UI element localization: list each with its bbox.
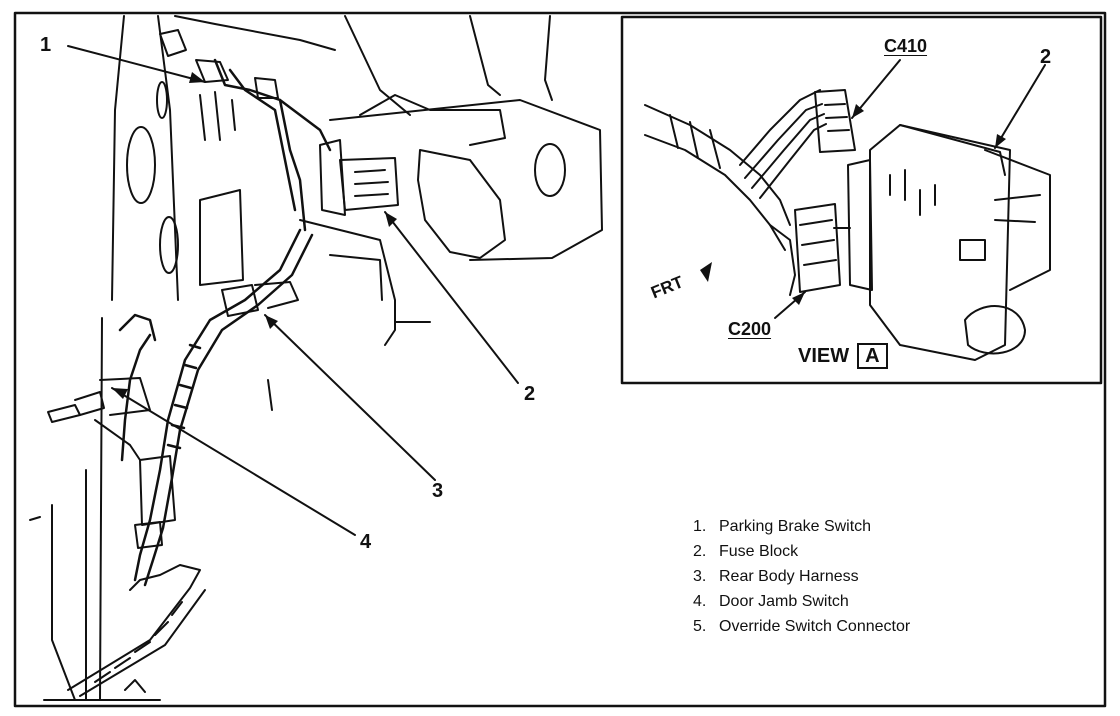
legend-label: Rear Body Harness [719, 568, 859, 585]
outer-frame [13, 11, 1107, 708]
dash-panel [126, 15, 603, 411]
rear-body-harness-connector [221, 281, 299, 317]
legend-item: 2. Fuse Block [693, 539, 993, 564]
view-letter-box: A [857, 343, 888, 369]
legend-label: Parking Brake Switch [719, 518, 872, 535]
harness-wires [118, 58, 332, 587]
lower-connector [134, 455, 176, 549]
legend-label: Override Switch Connector [719, 618, 911, 635]
connector-c200-shape [794, 203, 841, 293]
parking-brake-bracket [67, 564, 206, 697]
leader-arrowheads [112, 72, 397, 399]
legend-number: 5. [693, 618, 707, 635]
parking-brake-switch [159, 29, 279, 141]
legend-number: 2. [693, 543, 707, 560]
connector-c410-shape [814, 89, 856, 153]
legend-item: 4. Door Jamb Switch [693, 589, 993, 614]
legend-label: Door Jamb Switch [719, 593, 849, 610]
inset-harness [644, 89, 827, 296]
callout-2: 2 [524, 383, 536, 405]
callout-3: 3 [432, 480, 444, 502]
legend-number: 3. [693, 568, 707, 585]
inset-arrowheads [700, 104, 1006, 305]
legend-number: 4. [693, 593, 707, 610]
inset-frame [620, 15, 1103, 385]
legend-number: 1. [693, 518, 707, 535]
legend-item: 5. Override Switch Connector [693, 614, 993, 639]
legend: 1. Parking Brake Switch 2. Fuse Block 3. Re… [693, 514, 993, 639]
view-label: VIEW A [798, 343, 888, 369]
legend-item: 1. Parking Brake Switch [693, 514, 993, 539]
door-pillar [29, 15, 161, 701]
leader-lines [67, 45, 519, 536]
callout-4: 4 [360, 531, 372, 553]
view-word: VIEW [798, 345, 850, 367]
door-jamb-switch [47, 377, 151, 461]
legend-label: Fuse Block [719, 543, 799, 560]
connector-label-c200: C200 [728, 319, 772, 339]
legend-item: 3. Rear Body Harness [693, 564, 993, 589]
connector-label-c410: C410 [884, 36, 928, 56]
callout-1: 1 [40, 34, 52, 56]
fuse-block-main [319, 139, 399, 216]
inset-callout-2: 2 [1040, 46, 1052, 68]
inset-fuse-block [847, 124, 1051, 361]
